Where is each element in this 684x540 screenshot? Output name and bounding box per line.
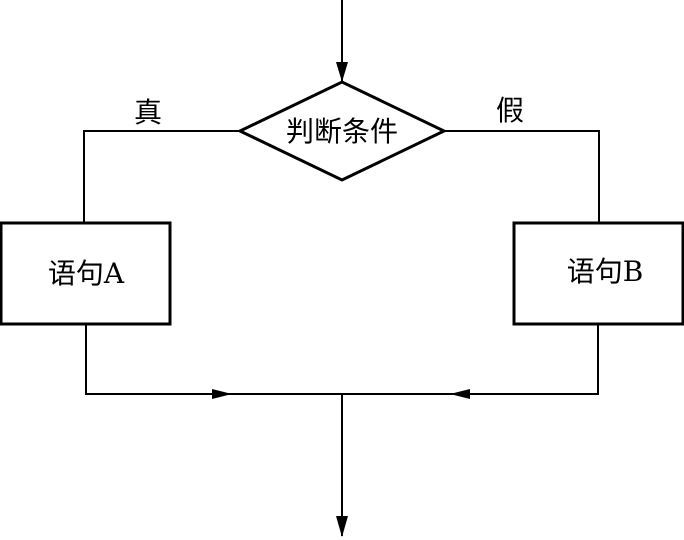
decision-label: 判断条件 [286,115,398,148]
entry-arrowhead [336,62,348,82]
true-branch-label: 真 [134,96,162,129]
statement-a-label: 语句A [48,257,125,290]
statement-b-label: 语句B [567,255,644,288]
merge-connector-right [342,324,599,395]
merge-connector-left [85,324,342,395]
merge-arrowhead-right [450,389,470,399]
exit-arrowhead [336,516,348,537]
merge-arrowhead-left [212,389,232,399]
statement-box-a [0,221,172,326]
false-branch-connector [444,130,600,222]
statement-box-b [512,221,684,326]
false-branch-label: 假 [496,94,524,127]
true-branch-connector [83,130,240,222]
